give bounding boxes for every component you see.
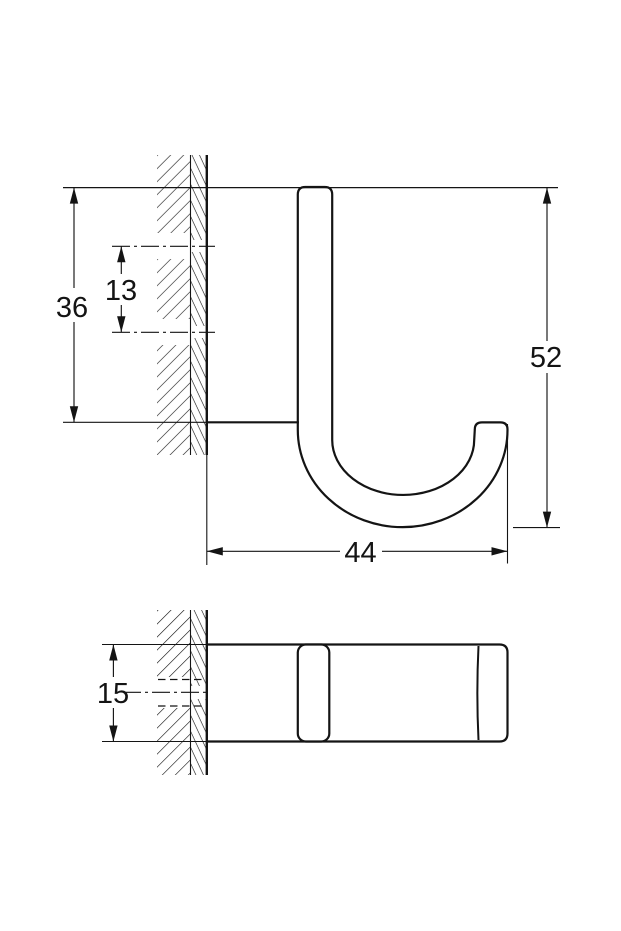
hook-side-profile bbox=[206, 185, 509, 529]
dim-arrow-right bbox=[491, 547, 508, 556]
dim-label-13: 13 bbox=[105, 275, 137, 307]
dim-label-52: 52 bbox=[530, 342, 562, 374]
bottom-view: 15 bbox=[97, 610, 509, 775]
tip-parting-line bbox=[476, 645, 480, 741]
dimension-15: 15 bbox=[97, 644, 129, 742]
hatch-gap bbox=[189, 240, 208, 252]
wall-hatch-narrow bbox=[190, 155, 207, 455]
body-outline bbox=[207, 643, 509, 743]
dim-arrow-up bbox=[117, 246, 126, 263]
dim-arrow-down bbox=[117, 316, 126, 333]
side-view: 36 13 52 44 bbox=[56, 155, 562, 569]
dim-arrow-up bbox=[542, 187, 552, 204]
dimension-52: 52 bbox=[530, 187, 562, 528]
hatch-gap bbox=[189, 326, 208, 338]
dim-arrow-down bbox=[542, 511, 552, 528]
dim-arrow-down bbox=[109, 725, 118, 742]
dim-label-44: 44 bbox=[344, 537, 376, 569]
dim-label-15: 15 bbox=[97, 678, 129, 710]
hook-outline bbox=[296, 185, 509, 529]
dim-arrow-left bbox=[206, 547, 223, 556]
wall-section-side bbox=[155, 155, 208, 455]
dim-arrow-down bbox=[69, 406, 79, 423]
dimension-13: 13 bbox=[105, 246, 137, 333]
dimension-44: 44 bbox=[206, 537, 508, 569]
hook-plan-outline bbox=[207, 643, 509, 743]
dim-arrow-up bbox=[109, 644, 118, 661]
dim-arrow-up bbox=[69, 187, 79, 204]
arm-section bbox=[296, 643, 331, 743]
dimension-36: 36 bbox=[56, 187, 88, 423]
wall-hatch-wide bbox=[157, 155, 190, 455]
dim-label-36: 36 bbox=[56, 292, 88, 324]
